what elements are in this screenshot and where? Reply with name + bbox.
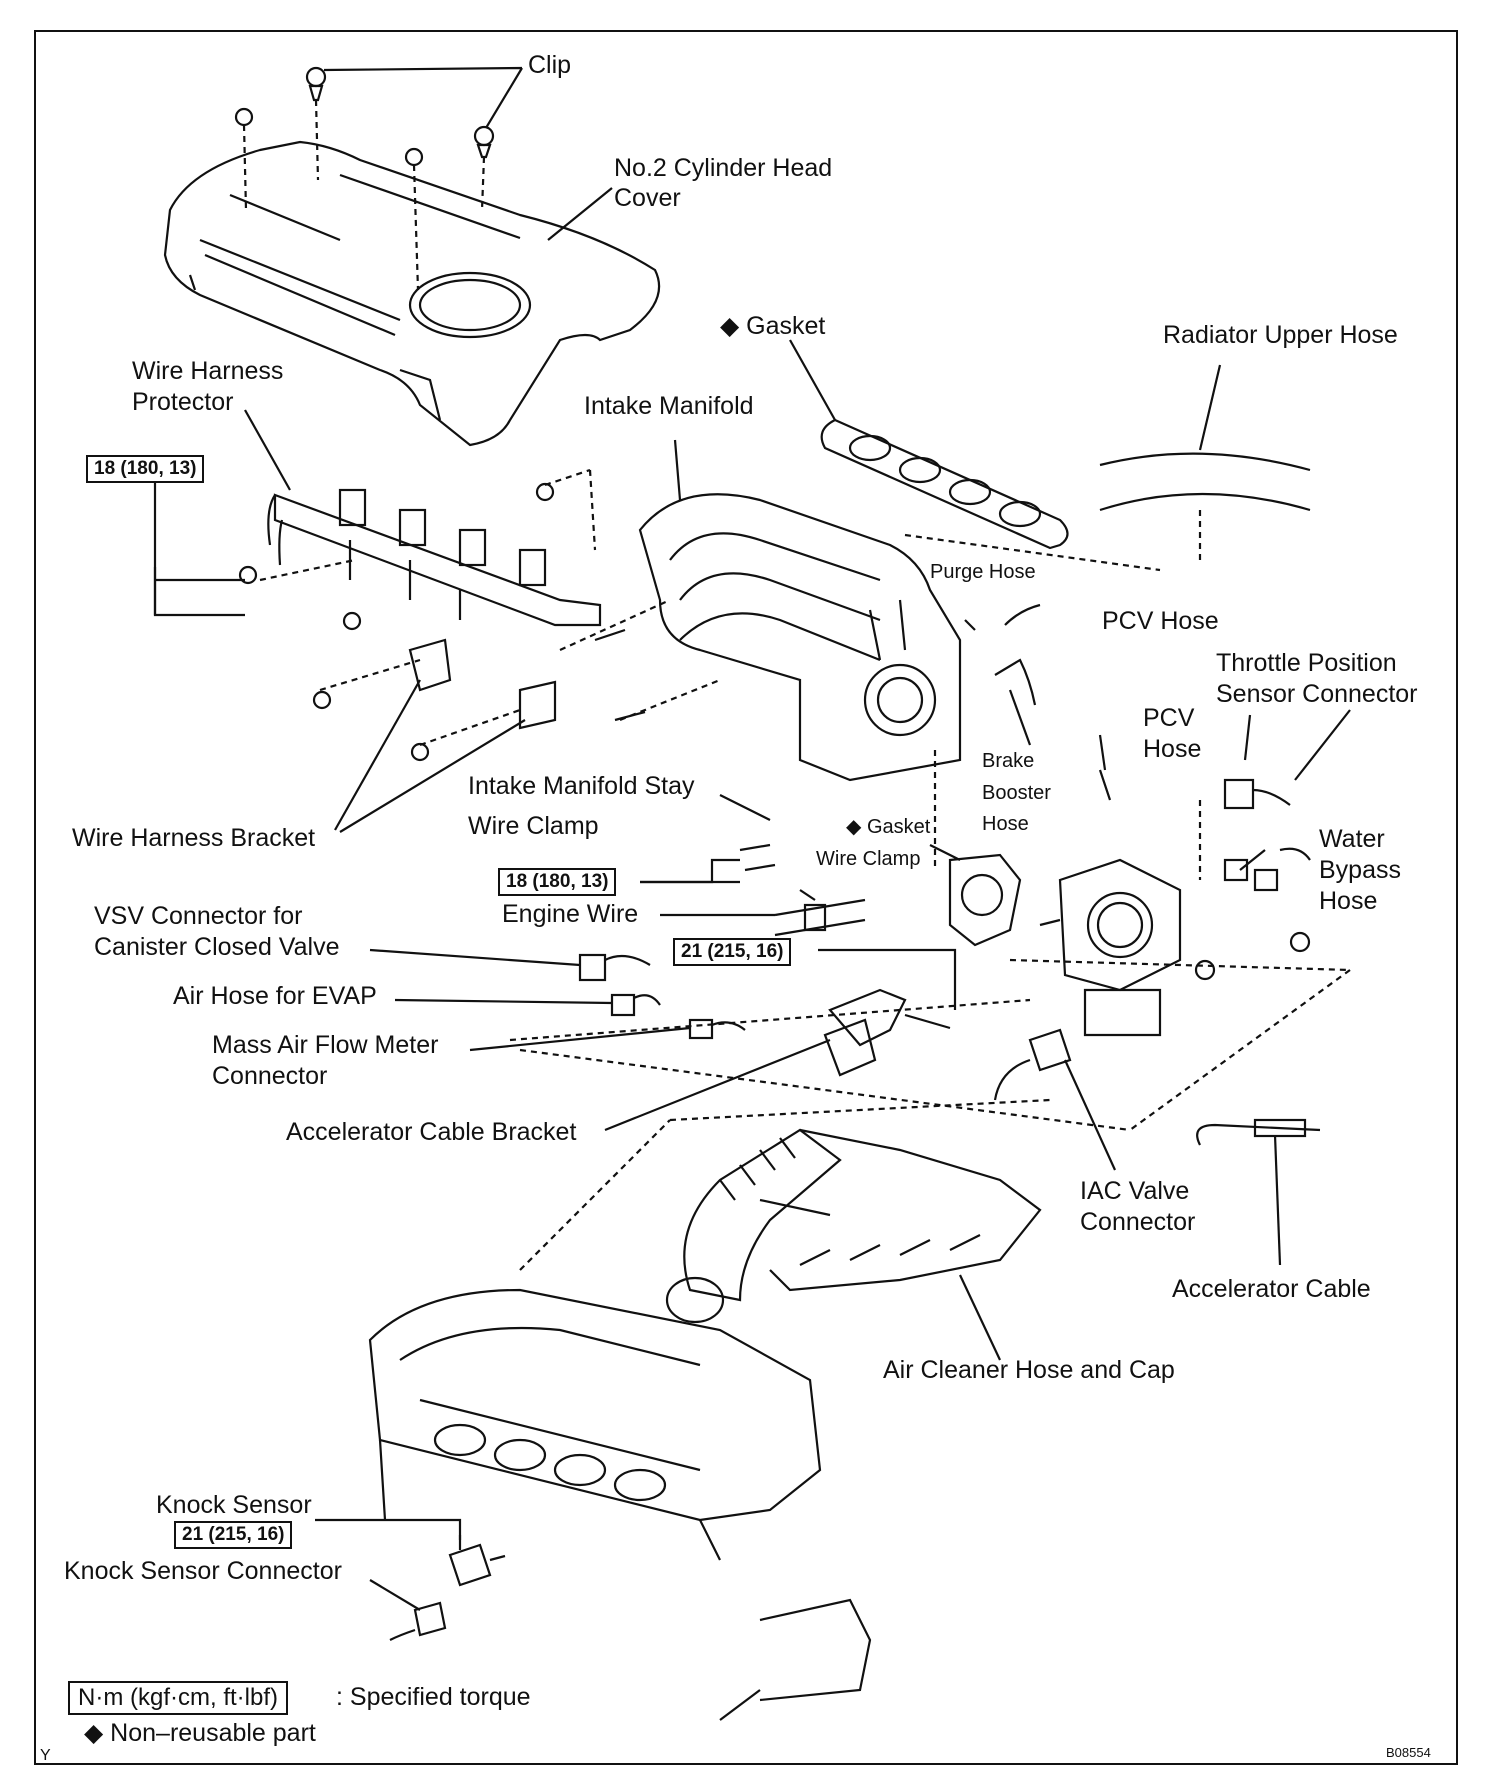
figure-code: B08554: [1386, 1745, 1431, 1760]
legend-unit-box: N·m (kgf·cm, ft·lbf): [68, 1681, 288, 1715]
label-no2-cover-2: Cover: [614, 184, 681, 212]
label-throttle-position-1: Throttle Position: [1216, 649, 1397, 677]
label-accelerator-cable-bracket: Accelerator Cable Bracket: [286, 1118, 577, 1146]
wire-harness-protector-shape: [267, 488, 602, 627]
label-brake-booster-2: Booster: [982, 782, 1051, 804]
legend-unit-desc: : Specified torque: [336, 1683, 531, 1711]
label-knock-sensor-connector: Knock Sensor Connector: [64, 1557, 342, 1585]
accelerator-cable-bracket-shape: [823, 988, 907, 1077]
label-vsv-1: VSV Connector for: [94, 902, 303, 930]
label-intake-manifold: Intake Manifold: [584, 392, 754, 420]
radiator-hose-shape: [1099, 452, 1311, 560]
label-clip: Clip: [528, 51, 572, 79]
torque-box-stay-bolt: 18 (180, 13): [498, 868, 617, 896]
torque-box-knock-sensor: 21 (215, 16): [174, 1521, 293, 1549]
label-pcv-hose-2: Hose: [1143, 735, 1202, 763]
label-wire-clamp-lower: Wire Clamp: [816, 848, 921, 870]
intake-manifold-shape: [638, 493, 962, 782]
label-pcv-hose-top: PCV Hose: [1102, 607, 1219, 635]
label-wire-harness-protector-2: Protector: [132, 388, 234, 416]
torque-box-harness-bolt: 18 (180, 13): [86, 455, 205, 483]
engine-wire-shape: [774, 898, 866, 937]
leader-lines-mid: [153, 480, 1351, 1132]
intake-gasket-shape: [820, 418, 1069, 550]
air-cleaner-hose-shape: [665, 1128, 1042, 1361]
label-throttle-position-2: Sensor Connector: [1216, 680, 1418, 708]
wire-harness-bracket-shape: [334, 638, 557, 833]
knock-sensor-shape: [315, 1518, 506, 1641]
leader-lines-top: [244, 187, 1222, 501]
label-water-bypass-2: Bypass: [1319, 856, 1401, 884]
label-purge-hose: Purge Hose: [930, 561, 1036, 583]
label-maf-1: Mass Air Flow Meter: [212, 1031, 439, 1059]
label-brake-booster-3: Hose: [982, 813, 1029, 835]
label-brake-booster-1: Brake: [982, 750, 1035, 772]
cylinder-head-cover-shape: [163, 140, 661, 447]
footer-left-mark: Y: [40, 1747, 51, 1764]
label-accelerator-cable: Accelerator Cable: [1172, 1275, 1371, 1303]
throttle-body-shape: [1039, 858, 1182, 1037]
label-wire-harness-protector-1: Wire Harness: [132, 357, 284, 385]
label-air-hose-evap: Air Hose for EVAP: [173, 982, 377, 1010]
throttle-gasket-shape: [948, 853, 1022, 947]
accelerator-cable-shape: [1196, 1118, 1321, 1266]
label-iac-1: IAC Valve: [1080, 1177, 1190, 1205]
label-water-bypass-3: Hose: [1319, 887, 1378, 915]
clip-shapes: [234, 66, 523, 291]
label-air-cleaner-hose: Air Cleaner Hose and Cap: [883, 1356, 1175, 1384]
label-intake-manifold-stay: Intake Manifold Stay: [468, 772, 695, 800]
iac-connector-shape: [993, 1028, 1117, 1171]
assembly-lines-mid: [259, 468, 1351, 1271]
engine-block-shape: [368, 1288, 872, 1721]
diagram-frame: [34, 30, 1458, 1765]
label-engine-wire: Engine Wire: [502, 900, 639, 928]
label-pcv-hose-1: PCV: [1143, 704, 1195, 732]
label-radiator-upper-hose: Radiator Upper Hose: [1163, 321, 1398, 349]
label-no2-cover-1: No.2 Cylinder Head: [614, 154, 833, 182]
label-knock-sensor: Knock Sensor: [156, 1491, 312, 1519]
label-wire-clamp-upper: Wire Clamp: [468, 812, 599, 840]
label-water-bypass-1: Water: [1319, 825, 1385, 853]
label-gasket-top: ◆ Gasket: [720, 312, 826, 340]
label-gasket-mid: ◆ Gasket: [846, 816, 931, 838]
connector-shapes: [964, 603, 1311, 892]
label-iac-2: Connector: [1080, 1208, 1196, 1236]
label-vsv-2: Canister Closed Valve: [94, 933, 340, 961]
torque-box-bracket-bolt: 21 (215, 16): [673, 938, 792, 966]
vsv-connector-shape: [578, 953, 746, 1040]
bolt-shapes: [238, 482, 1311, 1030]
label-maf-2: Connector: [212, 1062, 328, 1090]
legend-nonreusable: ◆ Non–reusable part: [84, 1719, 316, 1747]
label-wire-harness-bracket: Wire Harness Bracket: [72, 824, 316, 852]
